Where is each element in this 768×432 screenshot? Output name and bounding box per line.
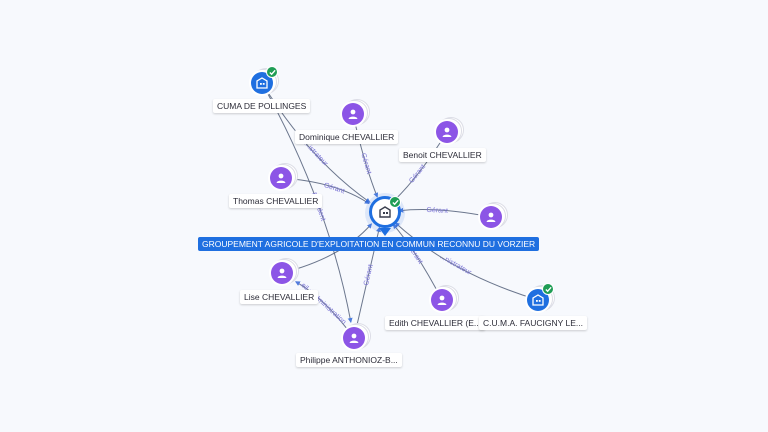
person-avatar[interactable] <box>480 206 502 228</box>
person-avatar[interactable] <box>270 167 292 189</box>
person-icon <box>349 333 359 343</box>
person-icon <box>276 173 286 183</box>
edge-label: ...nistrateur <box>438 253 472 277</box>
person-icon <box>348 109 358 119</box>
node-benoit[interactable] <box>433 117 465 150</box>
edge-label: Gérant <box>408 164 427 185</box>
building-icon <box>379 206 391 218</box>
node-cuma2[interactable] <box>524 283 556 318</box>
node-label-dominique[interactable]: Dominique CHEVALLIER <box>295 130 399 144</box>
node-edith[interactable] <box>428 285 460 318</box>
person-icon <box>442 127 452 137</box>
node-label-cuma[interactable]: CUMA DE POLLINGES <box>213 99 311 113</box>
node-label-lise[interactable]: Lise CHEVALLIER <box>240 290 319 304</box>
node-label-edith[interactable]: Edith CHEVALLIER (E... <box>385 316 485 330</box>
node-lise[interactable] <box>268 258 300 291</box>
verified-check-icon <box>389 196 401 208</box>
central-entity-label[interactable]: GROUPEMENT AGRICOLE D'EXPLOITATION EN CO… <box>198 237 540 251</box>
edge-label: Gérant <box>359 152 372 175</box>
center-pin-tip <box>379 228 391 236</box>
node-dominique[interactable] <box>339 99 371 132</box>
edge-label: Gérant <box>323 182 346 195</box>
node-label-benoit[interactable]: Benoit CHEVALLIER <box>399 148 486 162</box>
edge-label: Gérant <box>363 264 375 286</box>
node-thomas[interactable] <box>267 163 299 196</box>
company-avatar[interactable] <box>251 72 273 94</box>
node-label-thomas[interactable]: Thomas CHEVALLIER <box>229 194 323 208</box>
company-avatar[interactable] <box>527 289 549 311</box>
edge-cuma2-center <box>394 222 539 301</box>
node-label-cuma2[interactable]: C.U.M.A. FAUCIGNY LE... <box>479 316 587 330</box>
person-icon <box>486 212 496 222</box>
person-icon <box>277 268 287 278</box>
node-cuma[interactable] <box>248 66 280 101</box>
person-avatar[interactable] <box>431 289 453 311</box>
node-label-philippe[interactable]: Philippe ANTHONIOZ-B... <box>296 353 402 367</box>
person-avatar[interactable] <box>343 327 365 349</box>
node-philippe[interactable] <box>340 323 372 356</box>
building-icon <box>256 77 268 89</box>
edge-label: Gérant <box>426 207 448 215</box>
person-avatar[interactable] <box>271 262 293 284</box>
verified-check-icon <box>542 283 554 295</box>
central-entity[interactable] <box>363 193 407 239</box>
verified-check-icon <box>266 66 278 78</box>
person-avatar[interactable] <box>342 103 364 125</box>
person-avatar[interactable] <box>436 121 458 143</box>
node-fourth[interactable] <box>477 202 509 235</box>
edge-label: ...istrateur <box>302 140 329 168</box>
building-icon <box>532 294 544 306</box>
person-icon <box>437 295 447 305</box>
